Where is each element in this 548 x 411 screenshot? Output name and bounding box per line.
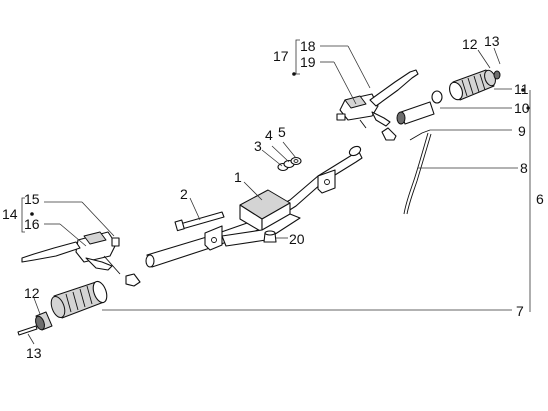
callout-9: 9 xyxy=(518,123,526,139)
left-grip xyxy=(50,280,108,319)
callout-1: 1 xyxy=(234,169,242,185)
callout-16: 16 xyxy=(24,216,40,232)
callout-11: 11 xyxy=(514,81,529,97)
callout-3: 3 xyxy=(254,138,262,154)
callout-10: 10 xyxy=(514,100,530,116)
callout-8: 8 xyxy=(520,160,528,176)
callout-12-right: 12 xyxy=(462,36,478,52)
right-grip xyxy=(449,69,501,101)
callout-18: 18 xyxy=(300,38,316,54)
left-bar-end xyxy=(17,311,53,336)
callout-5: 5 xyxy=(278,124,286,140)
callout-15: 15 xyxy=(24,191,40,207)
right-brake-lever xyxy=(336,69,419,141)
callout-2: 2 xyxy=(180,186,188,202)
washer-stack xyxy=(277,156,302,172)
long-bolt xyxy=(174,211,225,232)
callout-4: 4 xyxy=(265,127,273,143)
callout-13-right: 13 xyxy=(484,33,500,49)
callout-7: 7 xyxy=(516,303,524,319)
callout-19: 19 xyxy=(300,54,316,70)
handlebar-tube xyxy=(145,145,363,268)
callout-14: 14 xyxy=(2,206,18,222)
callout-labels: 1 2 3 4 5 6 7 8 9 10 11 12 13 14 15 16 1… xyxy=(2,33,544,361)
callout-6: 6 xyxy=(536,191,544,207)
callout-13-left: 13 xyxy=(26,345,42,361)
leader-lines xyxy=(21,39,531,345)
throttle-cable xyxy=(403,129,432,215)
callout-20: 20 xyxy=(289,231,305,247)
right-throttle-sleeve xyxy=(396,90,443,125)
callout-17: 17 xyxy=(273,48,289,64)
callout-12-left: 12 xyxy=(24,285,40,301)
left-brake-lever xyxy=(21,231,141,287)
rubber-cap xyxy=(263,230,277,243)
